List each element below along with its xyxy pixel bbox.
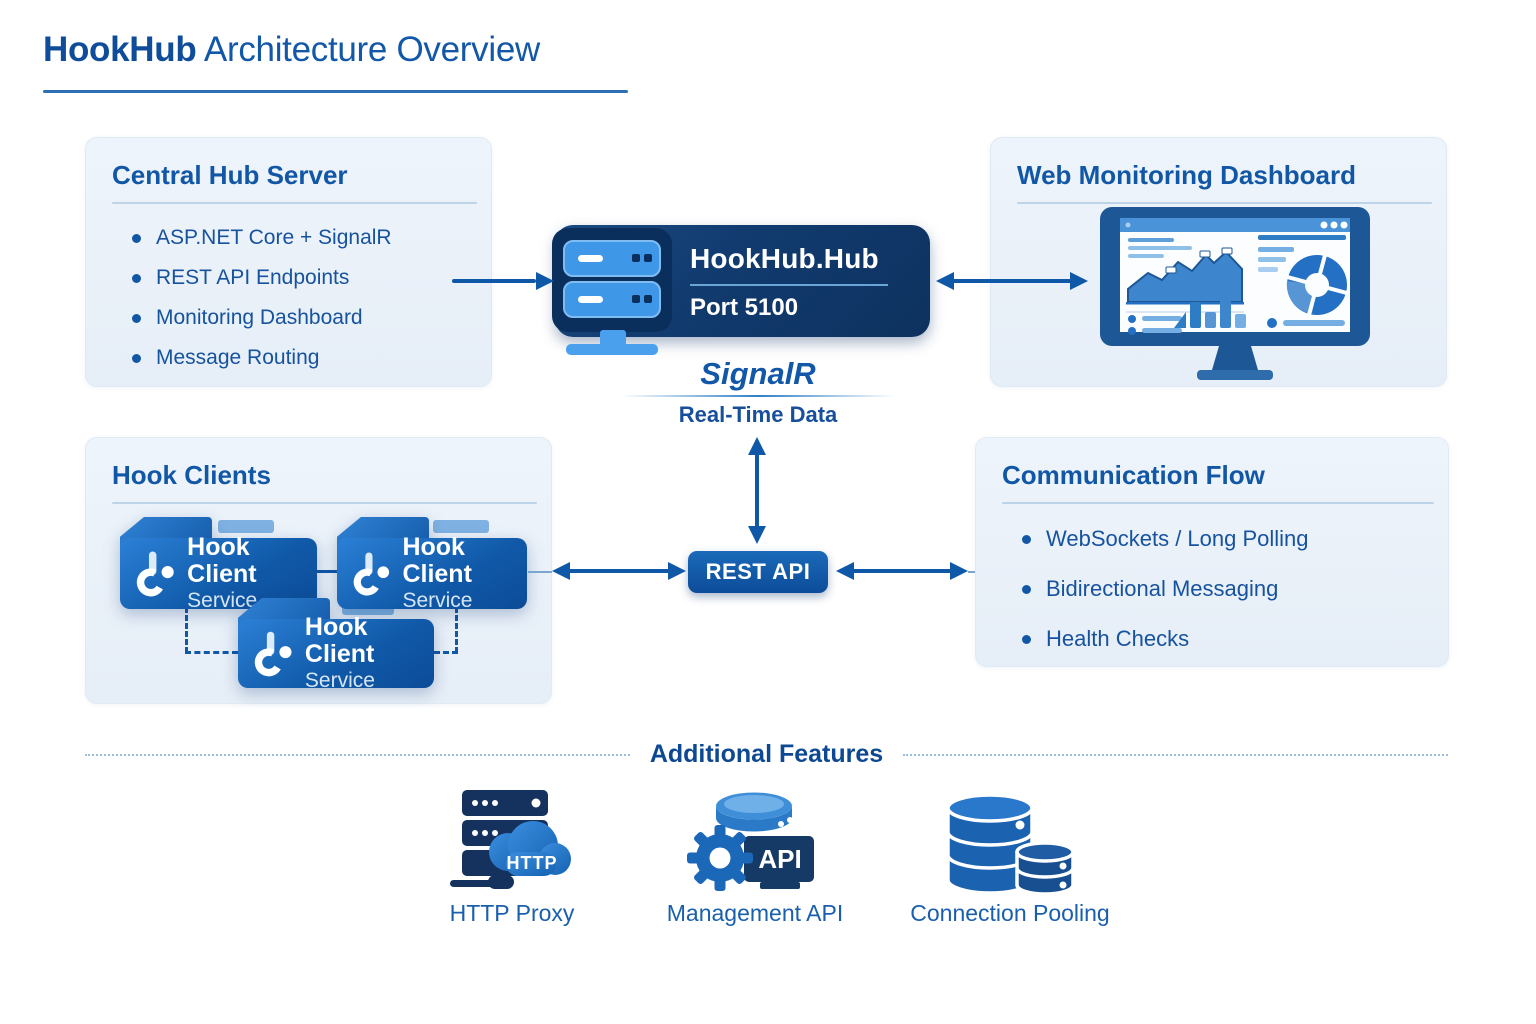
bullet-icon	[132, 353, 141, 363]
panel-divider	[112, 202, 477, 204]
communication-flow-title: Communication Flow	[1002, 460, 1265, 490]
dotted-divider	[85, 753, 630, 756]
arrow-signalr-restapi-line	[755, 453, 759, 528]
client-connector-dashed	[185, 651, 238, 654]
bullet-icon	[1022, 534, 1031, 544]
server-icon	[552, 228, 672, 355]
list-item: Monitoring Dashboard	[132, 306, 491, 330]
database-stack-icon	[946, 793, 1075, 896]
feature-label-http-proxy: HTTP Proxy	[449, 900, 575, 926]
folder-tab-accent	[433, 520, 489, 533]
list-item: ASP.NET Core + SignalR	[132, 226, 491, 250]
title-underline	[43, 90, 628, 93]
list-item-label: Health Checks	[1046, 626, 1190, 651]
webhook-icon	[136, 551, 174, 596]
folder-body: Hook Client Service	[120, 534, 317, 612]
dotted-divider	[903, 753, 1448, 756]
arrow-centralhub-to-hub-head-icon	[536, 272, 554, 290]
client-connector-dashed	[185, 607, 188, 653]
list-item-label: Message Routing	[156, 346, 320, 369]
hook-client-folder: Hook Client Service	[120, 517, 317, 612]
arrow-hub-dashboard-lefthead-icon	[936, 272, 954, 290]
bullet-icon	[132, 273, 141, 283]
arrow-signalr-restapi-tophead-icon	[748, 437, 766, 455]
api-badge: API	[758, 844, 801, 874]
folder-body: Hook Client Service	[337, 534, 527, 612]
bullet-icon	[132, 313, 141, 323]
list-item: Health Checks	[1022, 626, 1448, 652]
feature-label-connection-pooling: Connection Pooling	[910, 900, 1110, 926]
realtime-data-label: Real-Time Data	[678, 402, 838, 427]
central-hub-server-title: Central Hub Server	[112, 160, 348, 190]
folder-tab-accent	[218, 520, 274, 533]
panel-divider	[1017, 202, 1432, 204]
folder-body: Hook Client Service	[238, 614, 434, 692]
arrow-clients-restapi-line	[568, 569, 670, 573]
list-item: Bidirectional Messaging	[1022, 576, 1448, 602]
central-hub-feature-list: ASP.NET Core + SignalR REST API Endpoint…	[86, 226, 491, 370]
hook-clients-title: Hook Clients	[112, 460, 271, 490]
arrow-hub-dashboard-line	[952, 279, 1072, 283]
hook-client-type: Service	[304, 669, 375, 692]
list-item-label: Monitoring Dashboard	[156, 306, 363, 329]
webhook-icon	[353, 551, 390, 596]
central-hub-server-panel: Central Hub Server ASP.NET Core + Signal…	[85, 137, 492, 387]
hub-server-port: Port 5100	[690, 294, 799, 321]
bullet-icon	[132, 233, 141, 243]
signalr-underline	[622, 395, 894, 397]
arrow-signalr-restapi-bottomhead-icon	[748, 526, 766, 544]
rest-api-box: REST API	[688, 551, 828, 593]
additional-features-title: Additional Features	[649, 740, 884, 768]
arrow-restapi-comm-lefthead-icon	[836, 562, 854, 580]
hook-client-type: Service	[402, 589, 473, 612]
connector-stub	[528, 571, 552, 573]
http-badge: HTTP	[507, 853, 558, 873]
gear-api-icon: API	[687, 792, 814, 891]
list-item: WebSockets / Long Polling	[1022, 526, 1448, 552]
hook-client-folder: Hook Client Service	[337, 517, 527, 612]
page-title-product: HookHub	[43, 30, 197, 69]
arrow-restapi-comm-righthead-icon	[950, 562, 968, 580]
hub-underline	[690, 284, 888, 286]
webhook-icon	[254, 631, 292, 676]
list-item-label: REST API Endpoints	[156, 266, 350, 289]
server-cloud-http-icon: HTTP	[450, 790, 571, 889]
list-item: REST API Endpoints	[132, 266, 491, 290]
arrow-clients-restapi-righthead-icon	[668, 562, 686, 580]
signalr-label: SignalR	[700, 356, 816, 391]
bullet-icon	[1022, 634, 1031, 644]
hub-server-name: HookHub.Hub	[690, 243, 879, 274]
feature-label-management-api: Management API	[666, 900, 844, 926]
list-item-label: Bidirectional Messaging	[1046, 576, 1279, 601]
hook-client-name: Hook Client	[402, 533, 472, 588]
panel-divider	[112, 502, 537, 504]
list-item-label: ASP.NET Core + SignalR	[156, 226, 392, 249]
list-item-label: WebSockets / Long Polling	[1046, 526, 1309, 551]
page-title-rest: Architecture Overview	[196, 30, 540, 69]
bullet-icon	[1022, 584, 1031, 594]
communication-flow-list: WebSockets / Long Polling Bidirectional …	[976, 526, 1448, 652]
additional-features-header: Additional Features	[85, 740, 1448, 769]
gear-icon	[687, 825, 753, 891]
arrow-hub-dashboard-righthead-icon	[1070, 272, 1088, 290]
hook-client-folder: Hook Client Service	[238, 598, 434, 692]
client-connector-line	[316, 570, 338, 573]
hook-client-type: Service	[187, 589, 258, 612]
dashboard-monitor-icon	[1100, 207, 1370, 380]
hook-client-name: Hook Client	[187, 533, 257, 588]
web-monitoring-dashboard-title: Web Monitoring Dashboard	[1017, 160, 1356, 190]
page-title: HookHub Architecture Overview	[43, 30, 540, 70]
hook-client-name: Hook Client	[304, 613, 375, 668]
arrow-clients-restapi-lefthead-icon	[552, 562, 570, 580]
arrow-centralhub-to-hub-line	[452, 279, 536, 283]
client-connector-dashed	[455, 607, 458, 653]
arrow-restapi-comm-line	[852, 569, 952, 573]
communication-flow-panel: Communication Flow WebSockets / Long Pol…	[975, 437, 1449, 667]
client-connector-dashed	[434, 651, 458, 654]
list-item: Message Routing	[132, 346, 491, 370]
panel-divider	[1002, 502, 1434, 504]
